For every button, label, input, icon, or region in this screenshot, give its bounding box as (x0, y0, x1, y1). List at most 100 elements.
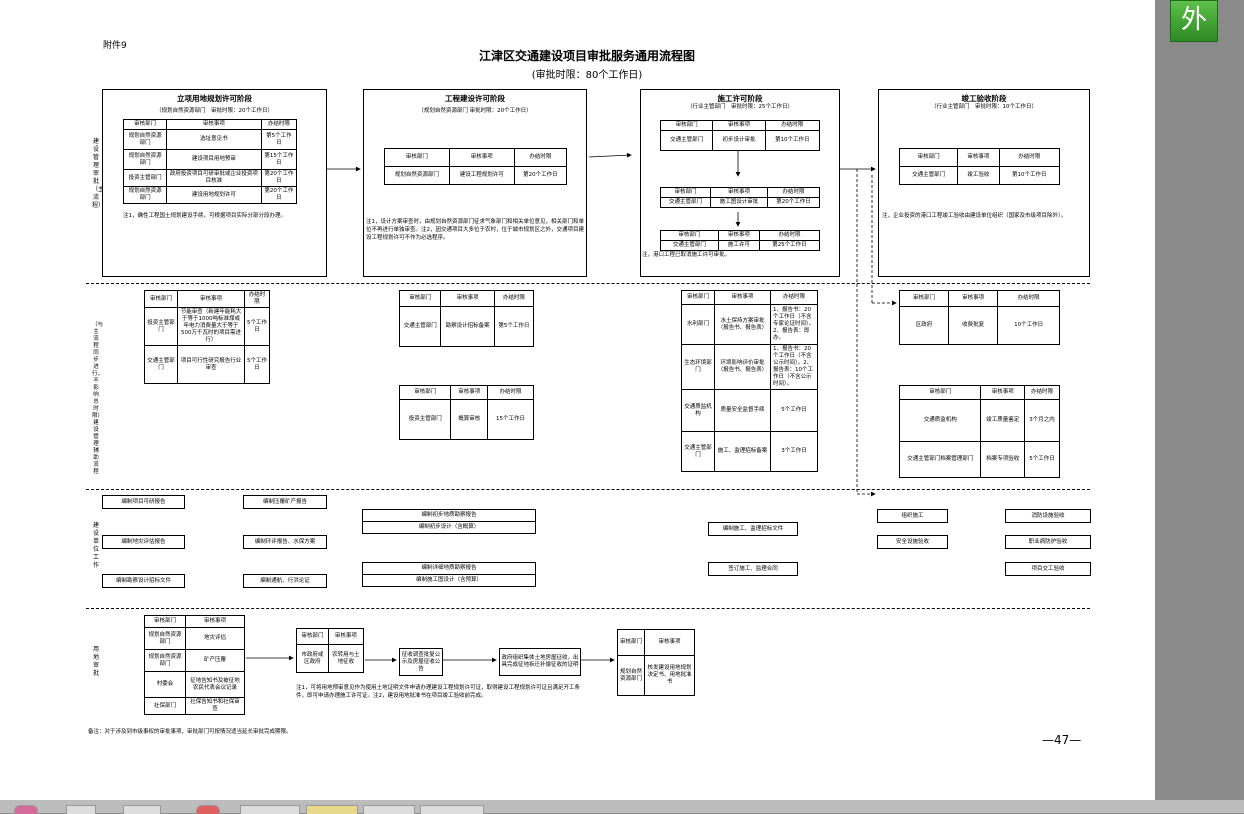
table-cell: 审核事项 (644, 629, 695, 656)
taskbar-app-icon[interactable] (196, 805, 220, 814)
stage4-table: 审核部门审核事项办结时限 交通主管部门竣工验收第10个工作日 (898, 148, 1061, 185)
stage2-note: 注1，设计方案审查时，由规划自然资源部门征求气象部门和相关单位意见，相关部门和单… (366, 219, 585, 241)
table-cell: 村委会 (144, 671, 186, 698)
table-cell: 第20个工作日 (767, 197, 820, 208)
table-cell: 办结时限 (493, 290, 535, 307)
row-label-land: 用地审批 (92, 646, 99, 677)
table-cell: 办结时限 (997, 290, 1060, 307)
table-cell: 第10个工作日 (998, 166, 1061, 185)
stage3-table-3: 审核部门审核事项办结时限 交通主管部门施工许可第25个工作日 (660, 230, 821, 251)
table-cell: 第20个工作日 (513, 166, 568, 185)
aux3-table: 审核部门审核事项办结时限 水利部门水土保持方案审批（报告书、报告表）1、报告书：… (681, 290, 818, 472)
table-cell: 交通主管部门档案管理部门 (898, 441, 982, 478)
table-cell: 建设用地规划许可 (166, 186, 262, 204)
row-separator (86, 283, 1090, 284)
external-badge[interactable]: 外 (1170, 0, 1218, 42)
table-cell: 投资主管部门 (122, 169, 168, 187)
table-cell: 节能审查（新建年能耗大于等于1000吨标准煤或年电力消费量大于等于500万千瓦时… (177, 307, 245, 346)
table-cell: 5个工作日 (244, 345, 270, 384)
table-cell: 15个工作日 (486, 399, 535, 440)
stage-subtitle: （行业主管部门 审批时限：25个工作日） (687, 104, 793, 110)
taskbar-app-icon[interactable] (363, 805, 415, 814)
unit-task-box: 编制项目可研报告 (102, 495, 185, 509)
table-cell: 第25个工作日 (758, 240, 821, 251)
land-step-box: 政府组织集体土地房屋征收，出具完成征地拆迁补偿征收的证明 (499, 648, 581, 676)
land1-table: 审核部门审核事项 规划自然资源部门地灾评估 规划自然资源部门矿产压覆 村委会征地… (144, 615, 245, 715)
table-cell: 收费批复 (948, 306, 999, 345)
table-cell: 办结时限 (767, 187, 820, 198)
table-cell: 5个工作日 (1024, 441, 1060, 478)
table-cell: 施工许可 (717, 240, 760, 251)
table-cell: 质量安全监督手续 (714, 389, 771, 432)
unit-task-box: 编制通航、行洪论证 (243, 574, 327, 588)
unit-task-box: 编制勘察设计招标文件 (102, 574, 185, 588)
table-cell: 审核事项 (714, 290, 771, 305)
table-cell: 交通质监机构 (898, 399, 982, 442)
table-cell: 社保部门 (144, 697, 186, 715)
table-cell: 勘察设计招标备案 (440, 306, 495, 347)
unit-task-box: 编制施工图设计（含预算） (362, 574, 536, 587)
table-cell: 第5个工作日 (493, 306, 535, 347)
table-cell: 交通主管部门 (659, 130, 714, 151)
table-cell: 审核事项 (717, 230, 760, 241)
table-cell: 核发建设用地规划决定书、用地批准书 (644, 655, 695, 696)
table-cell: 矿产压覆 (185, 649, 245, 672)
attachment-label: 附件9 (103, 41, 127, 51)
unit-task-box: 编制环评报告、水保方案 (243, 535, 327, 549)
table-cell: 审核部门 (296, 628, 329, 645)
stage2-table: 审核部门审核事项办结时限 规划自然资源部门建设工程规划许可第20个工作日 (384, 148, 568, 185)
stage-land-planning: 立项用地规划许可阶段 （规划自然资源部门 审批时限：20个工作日） 审核部门审核… (102, 89, 327, 277)
unit-task-box: 安全设施验收 (877, 535, 948, 549)
unit-task-box: 编制压覆矿产报告 (243, 495, 327, 509)
table-cell: 施工、监理招标备案 (714, 431, 771, 472)
table-cell: 审核事项 (185, 615, 245, 628)
taskbar (0, 800, 1244, 813)
table-cell: 交通主管部门 (398, 306, 442, 347)
table-cell: 项目可行性研究报告行业审查 (177, 345, 245, 384)
table-cell: 建设项目用地预审 (166, 149, 262, 170)
table-cell: 农转用与土地征收 (327, 644, 365, 673)
unit-task-box: 职业病防护验收 (1005, 535, 1091, 549)
table-cell: 3个工作日 (770, 431, 818, 472)
table-cell: 审核部门 (144, 290, 178, 308)
taskbar-app-icon[interactable] (123, 805, 161, 814)
aux2a-table: 审核部门审核事项办结时限 交通主管部门勘察设计招标备案第5个工作日 (398, 290, 535, 347)
table-cell: 规划自然资源部门 (617, 655, 645, 696)
table-cell: 政府投资项目可研审批或企业投资项目核准 (166, 169, 262, 187)
land2-table: 审核部门审核事项 市政府或区政府农转用与土地征收 (296, 628, 365, 673)
table-cell: 办结时限 (1024, 385, 1060, 400)
footer-note: 备注：对于涉及到市级事权的审批事项，审批部门可按情况适当延长审批完成期限。 (88, 729, 292, 735)
table-cell: 初步设计审批 (712, 130, 766, 151)
table-cell: 审核部门 (144, 615, 186, 628)
stage-construction-permit: 工程建设许可阶段 （规划自然资源部门 审批时限：20个工作日） 审核部门审核事项… (363, 89, 587, 277)
stage-title: 工程建设许可阶段 (445, 94, 505, 103)
table-cell: 审核部门 (660, 230, 719, 241)
table-cell: 办结时限 (764, 120, 821, 131)
table-cell: 审核事项 (450, 385, 488, 400)
table-cell: 办结时限 (770, 290, 818, 305)
unit-task-box: 项目交工验收 (1005, 562, 1091, 576)
taskbar-app-icon[interactable] (14, 805, 38, 814)
table-cell: 竣工验收 (957, 166, 1000, 185)
table-cell: 审核部门 (398, 385, 452, 400)
table-cell: 办结时限 (486, 385, 535, 400)
table-cell: 档案专项验收 (980, 441, 1025, 478)
table-cell: 水土保持方案审批（报告书、报告表） (714, 304, 771, 345)
taskbar-app-icon[interactable] (240, 805, 300, 814)
taskbar-app-icon[interactable] (306, 805, 358, 814)
page-subtitle: (审批时限：80个工作日) (531, 70, 643, 81)
unit-task-box: 编制施工、监理招标文件 (708, 522, 798, 536)
table-cell: 交通主管部门 (144, 345, 178, 384)
taskbar-app-icon[interactable] (66, 805, 96, 814)
table-cell: 规划自然资源部门 (122, 149, 168, 170)
table-cell: 审核部门 (681, 290, 715, 305)
taskbar-app-icon[interactable] (420, 805, 484, 814)
table-cell: 建设工程规划许可 (448, 166, 515, 185)
table-cell: 征地告知书及被征地农民代表会议记录 (185, 671, 245, 698)
table-cell: 审核事项 (177, 290, 245, 308)
table-cell: 第15个工作日 (260, 149, 298, 170)
table-cell: 第20个工作日 (260, 186, 298, 204)
table-cell: 第10个工作日 (764, 130, 821, 151)
